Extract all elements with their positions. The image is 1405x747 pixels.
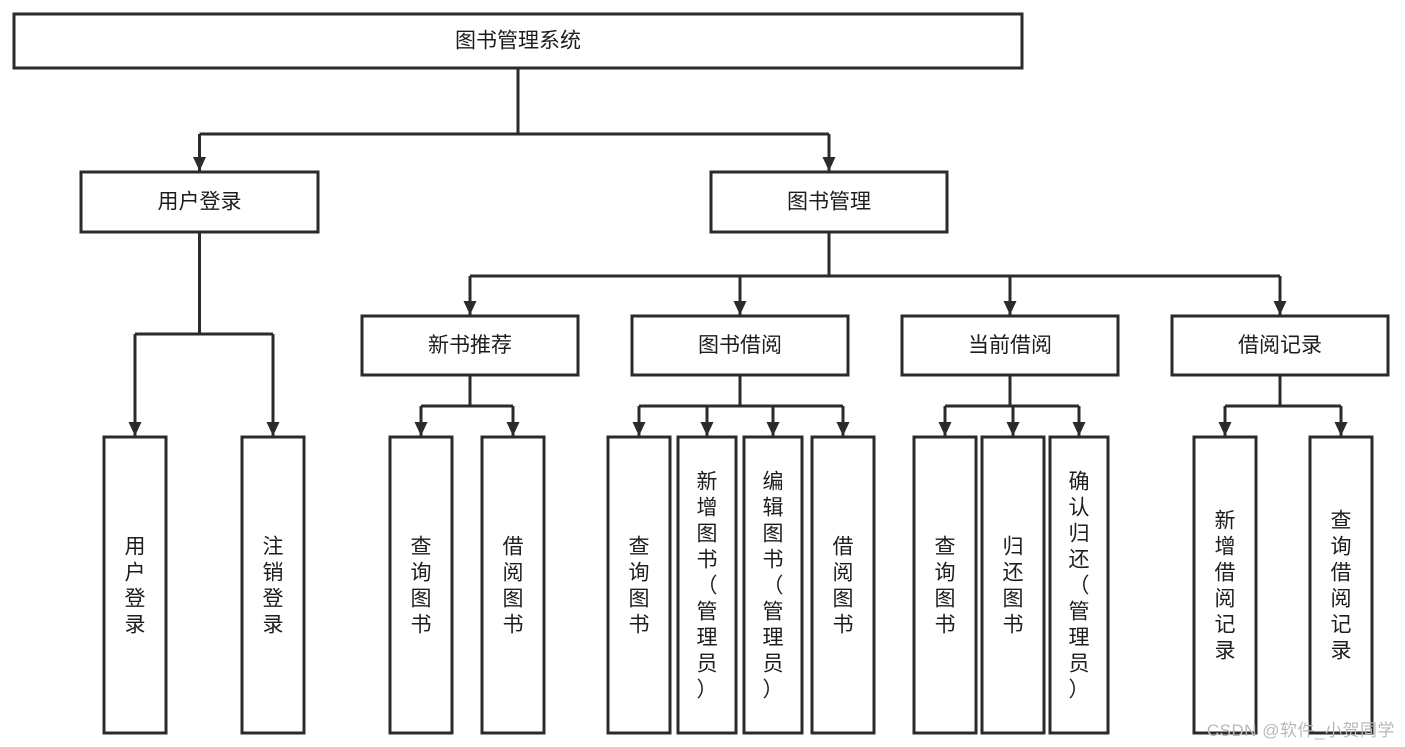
node-box-leaf-user-login [102, 435, 168, 735]
node-book-manage[interactable]: 图书管理 [709, 170, 949, 234]
link-current-borrow-arrow-1 [1006, 422, 1020, 436]
link-book-borrow-arrow-2 [766, 422, 780, 436]
node-box-root [12, 12, 1024, 70]
node-label-leaf-query-book-2: 查询图书 [629, 535, 650, 636]
node-box-leaf-query-record [1308, 435, 1374, 735]
node-root[interactable]: 图书管理系统 [12, 12, 1024, 70]
link-book-manage-arrow-1 [733, 301, 747, 315]
node-label-leaf-confirm-return: 确认归还（管理员） [1069, 470, 1090, 701]
node-box-leaf-borrow-book-2 [810, 435, 876, 735]
node-label-book-manage: 图书管理 [787, 191, 871, 214]
link-root-arrow-1 [822, 157, 836, 171]
node-box-current-borrow [900, 314, 1120, 377]
node-label-new-book-recommend: 新书推荐 [428, 334, 512, 357]
link-borrow-record-arrow-0 [1218, 422, 1232, 436]
node-label-leaf-user-login: 用户登录 [125, 535, 146, 636]
link-book-borrow-arrow-0 [632, 422, 646, 436]
node-leaf-borrow-book-1[interactable]: 借阅图书 [480, 435, 546, 735]
node-label-leaf-borrow-book-1: 借阅图书 [503, 535, 524, 636]
node-box-leaf-logout-login [240, 435, 306, 735]
node-leaf-return-book[interactable]: 归还图书 [980, 435, 1046, 735]
node-leaf-add-book[interactable]: 新增图书（管理员） [676, 435, 738, 735]
node-label-leaf-query-book-3: 查询图书 [935, 535, 956, 636]
node-label-leaf-edit-book: 编辑图书（管理员） [763, 470, 784, 701]
connector-layer [128, 68, 1348, 436]
node-box-leaf-add-book [676, 435, 738, 735]
node-book-borrow[interactable]: 图书借阅 [630, 314, 850, 377]
node-box-leaf-query-book-2 [606, 435, 672, 735]
node-label-leaf-borrow-book-2: 借阅图书 [833, 535, 854, 636]
link-book-manage-arrow-3 [1273, 301, 1287, 315]
link-user-login-arrow-0 [128, 422, 142, 436]
node-label-root: 图书管理系统 [455, 30, 581, 53]
watermark-label: CSDN @软件_小贺同学 [1206, 721, 1395, 740]
node-label-leaf-add-book: 新增图书（管理员） [697, 470, 718, 701]
node-user-login[interactable]: 用户登录 [79, 170, 320, 234]
node-leaf-query-book-2[interactable]: 查询图书 [606, 435, 672, 735]
node-layer: 图书管理系统用户登录图书管理新书推荐图书借阅当前借阅借阅记录用户登录注销登录查询… [12, 12, 1390, 735]
node-label-leaf-query-book-1: 查询图书 [411, 535, 432, 636]
node-box-book-manage [709, 170, 949, 234]
node-box-leaf-edit-book [742, 435, 804, 735]
link-user-login-arrow-1 [266, 422, 280, 436]
node-leaf-borrow-book-2[interactable]: 借阅图书 [810, 435, 876, 735]
node-box-borrow-record [1170, 314, 1390, 377]
node-box-new-book-recommend [360, 314, 580, 377]
node-box-user-login [79, 170, 320, 234]
node-label-borrow-record: 借阅记录 [1238, 334, 1322, 357]
node-label-leaf-add-record: 新增借阅记录 [1215, 509, 1236, 662]
node-box-leaf-query-book-3 [912, 435, 978, 735]
link-borrow-record-arrow-1 [1334, 422, 1348, 436]
node-label-book-borrow: 图书借阅 [698, 334, 782, 357]
node-label-leaf-logout-login: 注销登录 [263, 535, 284, 636]
node-leaf-confirm-return[interactable]: 确认归还（管理员） [1048, 435, 1110, 735]
node-new-book-recommend[interactable]: 新书推荐 [360, 314, 580, 377]
node-borrow-record[interactable]: 借阅记录 [1170, 314, 1390, 377]
node-label-current-borrow: 当前借阅 [968, 334, 1052, 357]
link-root-arrow-0 [193, 157, 206, 171]
link-book-borrow-arrow-1 [700, 422, 714, 436]
node-box-leaf-borrow-book-1 [480, 435, 546, 735]
node-box-leaf-return-book [980, 435, 1046, 735]
node-leaf-user-login[interactable]: 用户登录 [102, 435, 168, 735]
link-book-borrow-arrow-3 [836, 422, 850, 436]
link-book-manage-arrow-2 [1003, 301, 1017, 315]
link-current-borrow-arrow-2 [1072, 422, 1086, 436]
link-book-manage-arrow-0 [463, 301, 477, 315]
node-leaf-add-record[interactable]: 新增借阅记录 [1192, 435, 1258, 735]
link-new-book-recommend-arrow-0 [414, 422, 428, 436]
node-leaf-query-book-3[interactable]: 查询图书 [912, 435, 978, 735]
node-leaf-logout-login[interactable]: 注销登录 [240, 435, 306, 735]
node-leaf-query-book-1[interactable]: 查询图书 [388, 435, 454, 735]
node-box-leaf-query-book-1 [388, 435, 454, 735]
link-current-borrow-arrow-0 [938, 422, 952, 436]
node-box-leaf-confirm-return [1048, 435, 1110, 735]
node-label-leaf-query-record: 查询借阅记录 [1331, 509, 1352, 662]
node-leaf-query-record[interactable]: 查询借阅记录 [1308, 435, 1374, 735]
node-label-user-login: 用户登录 [158, 191, 242, 214]
node-box-leaf-add-record [1192, 435, 1258, 735]
node-leaf-edit-book[interactable]: 编辑图书（管理员） [742, 435, 804, 735]
node-box-book-borrow [630, 314, 850, 377]
node-label-leaf-return-book: 归还图书 [1003, 535, 1024, 636]
link-new-book-recommend-arrow-1 [506, 422, 520, 436]
node-current-borrow[interactable]: 当前借阅 [900, 314, 1120, 377]
